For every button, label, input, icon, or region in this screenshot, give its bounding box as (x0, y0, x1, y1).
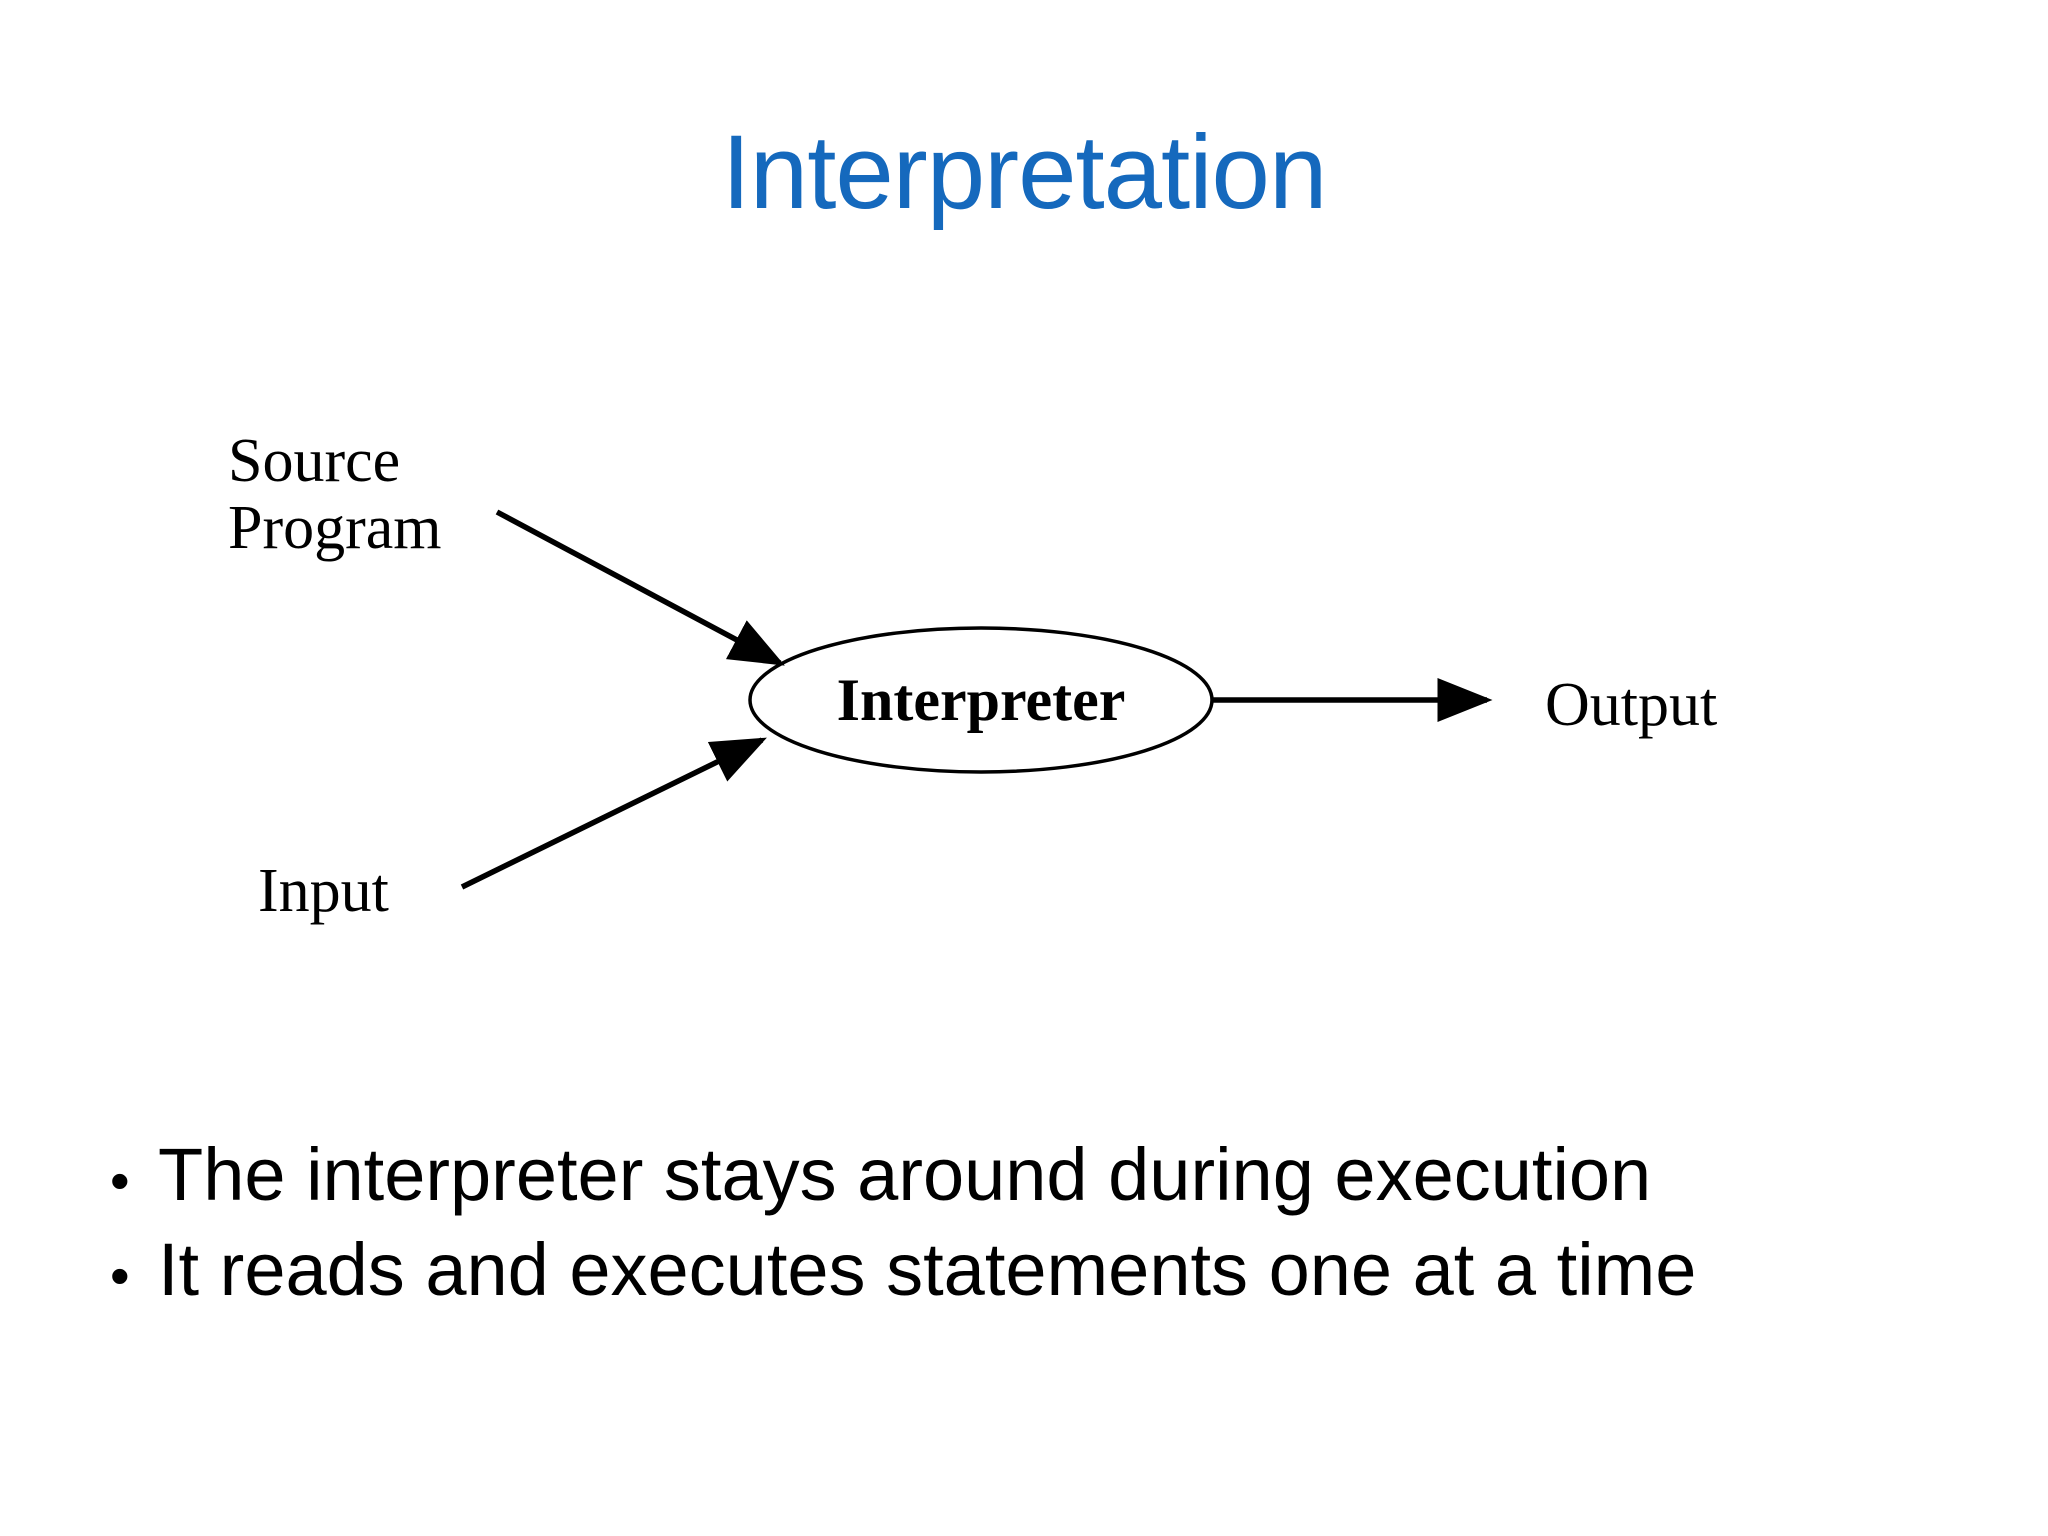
diagram-graphics (460, 509, 1493, 890)
bullet-text: The interpreter stays around during exec… (158, 1133, 1652, 1216)
diagram-label-output: Output (1545, 671, 1718, 739)
bullet-item: • It reads and executes statements one a… (110, 1223, 1990, 1318)
diagram-label-input: Input (258, 857, 389, 925)
bullet-marker-icon: • (110, 1149, 130, 1212)
arrow-input (460, 737, 767, 890)
bullet-marker-icon: • (110, 1243, 130, 1307)
diagram-label-source-program: Source Program (228, 427, 442, 562)
bullet-list: • The interpreter stays around during ex… (110, 1128, 1990, 1317)
interpretation-diagram: Source Program Input Output Interpreter (228, 427, 1718, 925)
page-title: Interpretation (721, 114, 1328, 231)
bullet-item: • The interpreter stays around during ex… (110, 1128, 1990, 1223)
bullet-text: It reads and executes statements one at … (158, 1227, 1697, 1311)
diagram-label-interpreter: Interpreter (836, 666, 1126, 733)
arrow-source-program (495, 509, 785, 666)
